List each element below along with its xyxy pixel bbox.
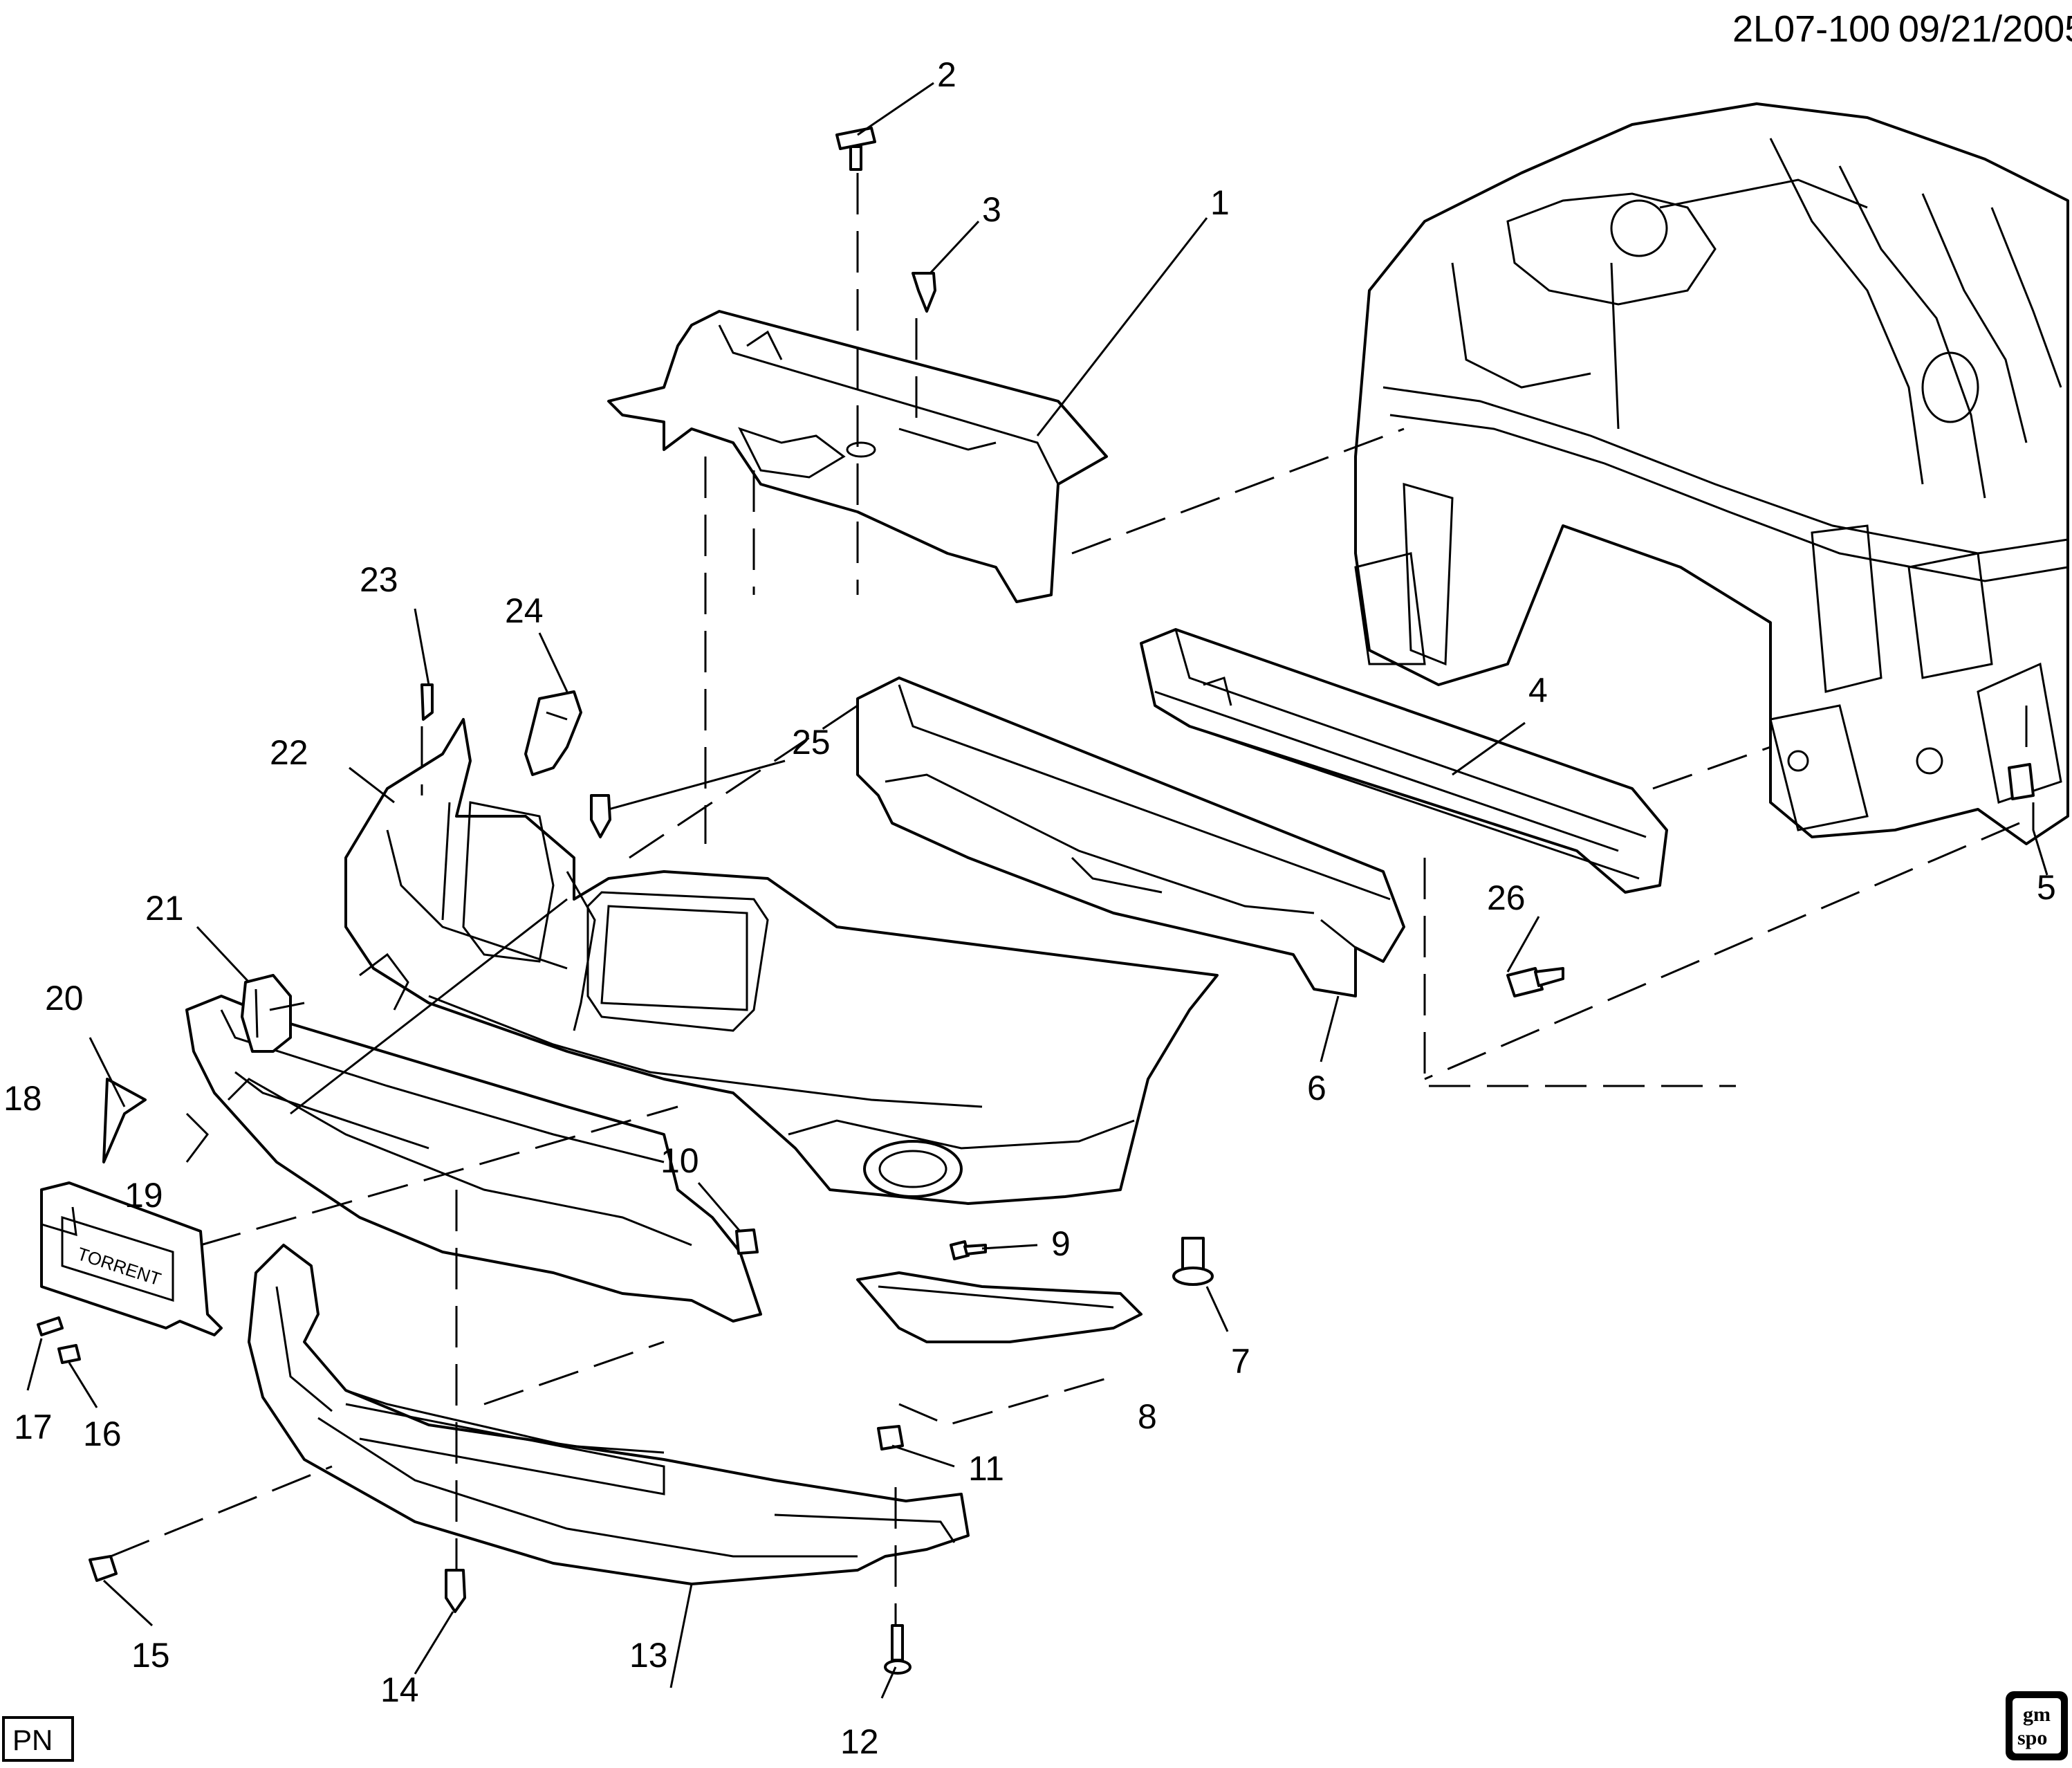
callout-23: 23 (360, 560, 398, 599)
callout-20: 20 (45, 979, 84, 1017)
callout-13: 13 (629, 1636, 668, 1675)
body-structure (1354, 102, 2069, 845)
part-18-license-bracket: TORRENT (40, 1181, 223, 1336)
pn-label: PN (12, 1724, 53, 1756)
callout-14: 14 (380, 1670, 419, 1709)
callout-24: 24 (505, 591, 544, 630)
callout-1: 1 (1210, 183, 1230, 222)
fasteners (37, 127, 2035, 1675)
part-21-fog-lamp (241, 974, 292, 1053)
callout-19: 19 (124, 1176, 163, 1215)
callout-labels: 1 2 3 4 5 6 7 8 9 10 11 12 13 14 15 16 1… (3, 55, 2056, 1761)
callout-25: 25 (792, 723, 831, 762)
callout-4: 4 (1528, 671, 1548, 710)
callout-18: 18 (3, 1079, 42, 1118)
leader-lines (26, 82, 2048, 1699)
callout-17: 17 (14, 1408, 53, 1446)
callout-3: 3 (982, 190, 1001, 229)
diagram-date: 09/21/2005 (1898, 8, 2072, 50)
part-24-bracket (524, 690, 582, 776)
callout-16: 16 (83, 1415, 122, 1453)
gm-spo-logo: gm spo (2006, 1691, 2068, 1760)
part-20-emblem (102, 1078, 147, 1163)
callout-15: 15 (131, 1636, 170, 1675)
callout-9: 9 (1051, 1224, 1071, 1263)
part-19-lower-fascia (185, 995, 762, 1323)
part-6-energy-absorber (856, 676, 1405, 997)
alignment-lines (110, 173, 2028, 1626)
callout-22: 22 (270, 733, 308, 772)
part-13-lower-deflector (248, 1244, 970, 1585)
callout-21: 21 (145, 889, 184, 928)
callout-5: 5 (2037, 868, 2056, 907)
diagram-code: 2L07-100 (1732, 8, 1890, 50)
part-8-lower-trim (856, 1271, 1143, 1343)
callout-26: 26 (1487, 878, 1526, 917)
part-4-impact-bar (1140, 628, 1668, 894)
callout-7: 7 (1231, 1342, 1250, 1381)
callout-11: 11 (968, 1449, 1004, 1488)
callout-8: 8 (1138, 1397, 1157, 1436)
callout-12: 12 (840, 1722, 879, 1761)
pn-badge: PN (2, 1716, 74, 1762)
callout-6: 6 (1307, 1069, 1326, 1107)
logo-line-1: gm (2023, 1703, 2051, 1726)
part-1-upper-cover (607, 310, 1108, 603)
callout-2: 2 (937, 55, 956, 94)
part-22-front-fascia (344, 718, 1219, 1205)
logo-line-2: spo (2017, 1726, 2047, 1749)
callout-10: 10 (660, 1141, 699, 1180)
